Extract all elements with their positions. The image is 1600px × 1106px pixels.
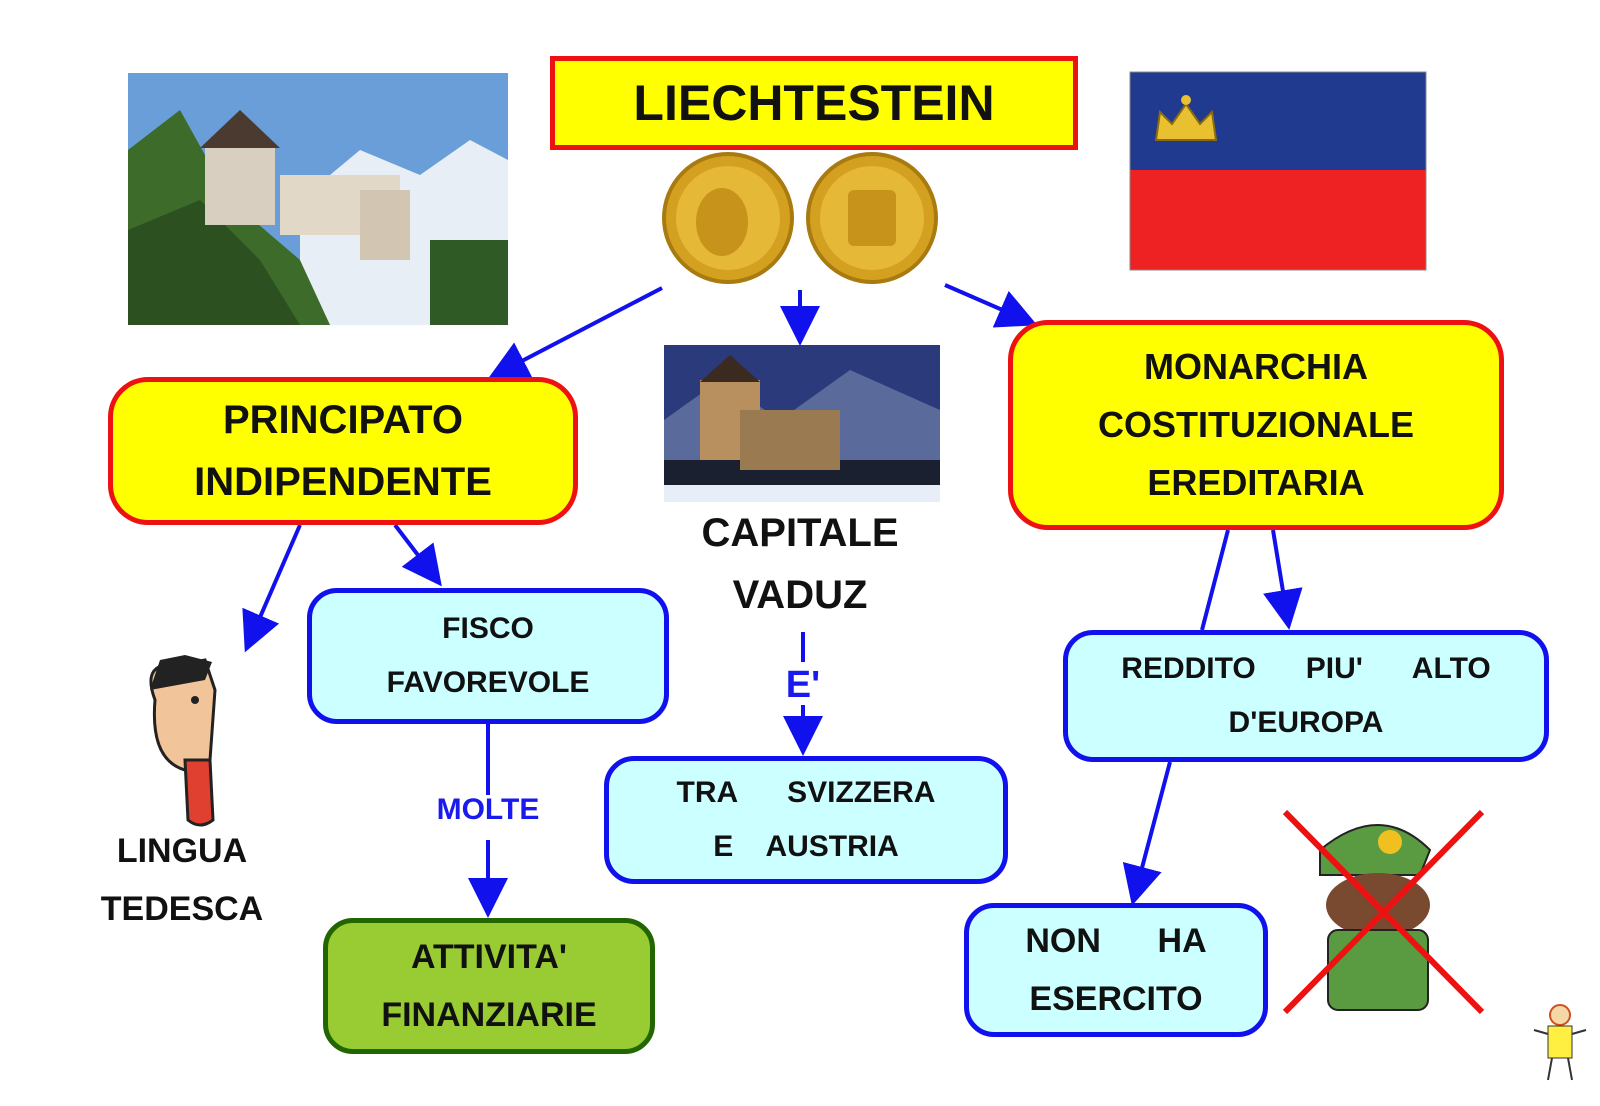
- node-lingua-line2: TEDESCA: [100, 890, 264, 928]
- mascot-icon: [1533, 1004, 1587, 1081]
- page-title-text: LIECHTESTEIN: [633, 75, 995, 131]
- node-fisco-line1: FISCO: [442, 612, 534, 645]
- arrow-to-lingua: [242, 524, 302, 653]
- label-molte: MOLTE: [436, 793, 540, 826]
- node-capitale-line2: VADUZ: [732, 573, 868, 617]
- node-tra: TRA SVIZZERA E AUSTRIA: [604, 756, 1008, 884]
- node-capitale: CAPITALE VADUZ: [660, 502, 940, 626]
- node-esercito: NON HA ESERCITO: [964, 903, 1268, 1037]
- node-principato-line2: INDIPENDENTE: [194, 460, 492, 504]
- node-reddito-line1: REDDITO PIU' ALTO: [1121, 652, 1491, 685]
- node-esercito-line1: NON HA: [1025, 922, 1207, 960]
- tongue-cartoon-icon: [149, 655, 217, 827]
- node-fisco: FISCO FAVOREVOLE: [307, 588, 669, 724]
- node-reddito-line2: D'EUROPA: [1228, 706, 1384, 739]
- arrow-to-reddito: [1263, 529, 1303, 630]
- node-principato: PRINCIPATO INDIPENDENTE: [108, 377, 578, 525]
- arrows: [242, 283, 1303, 918]
- node-principato-line1: PRINCIPATO: [222, 398, 464, 442]
- node-monarchia-line1: MONARCHIA: [1144, 346, 1368, 387]
- node-tra-line2: E AUSTRIA: [713, 830, 899, 863]
- node-esercito-line2: ESERCITO: [1029, 980, 1203, 1018]
- coin-icon: [662, 152, 938, 284]
- soldier-crossed-icon: [1282, 809, 1485, 1015]
- node-fisco-line2: FAVOREVOLE: [386, 666, 590, 699]
- node-lingua: LINGUA TEDESCA: [72, 822, 292, 938]
- arrow-to-monarchia: [944, 283, 1038, 328]
- flag-icon: [1129, 71, 1427, 271]
- castle-photo: [128, 73, 508, 325]
- node-reddito: REDDITO PIU' ALTO D'EUROPA: [1063, 630, 1549, 762]
- night-castle-photo: [664, 345, 940, 502]
- page-title: LIECHTESTEIN: [550, 56, 1078, 150]
- node-attivita-line2: FINANZIARIE: [381, 996, 597, 1034]
- line-monarchia-reddito: [1200, 529, 1230, 631]
- node-tra-line1: TRA SVIZZERA: [676, 776, 936, 809]
- node-lingua-line1: LINGUA: [116, 832, 248, 870]
- label-e: E': [785, 664, 821, 706]
- arrow-to-esercito: [1122, 761, 1172, 906]
- node-monarchia-line3: EREDITARIA: [1147, 462, 1365, 503]
- node-attivita: ATTIVITA' FINANZIARIE: [323, 918, 655, 1054]
- node-capitale-line1: CAPITALE: [701, 511, 899, 555]
- arrow-to-fisco: [393, 523, 442, 587]
- node-monarchia-line2: COSTITUZIONALE: [1098, 404, 1414, 445]
- arrow-to-principato: [487, 286, 663, 379]
- node-monarchia: MONARCHIA COSTITUZIONALE EREDITARIA: [1008, 320, 1504, 530]
- node-attivita-line1: ATTIVITA': [410, 938, 568, 976]
